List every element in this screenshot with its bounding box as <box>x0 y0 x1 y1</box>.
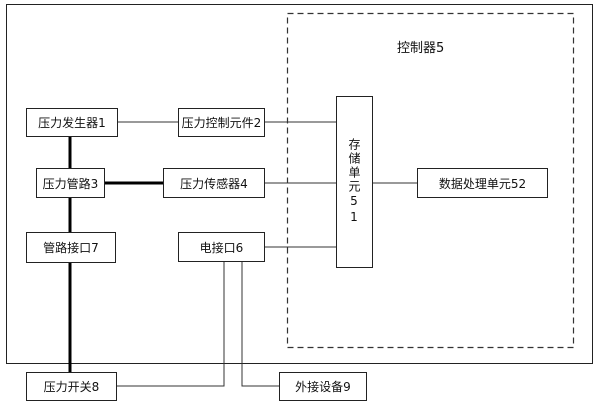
pressure-switch-box: 压力开关8 <box>26 372 117 401</box>
line-interface-to-switch <box>117 262 225 387</box>
pressure-generator-box: 压力发生器1 <box>26 108 118 137</box>
outer-frame <box>6 4 593 364</box>
pressure-sensor-box: 压力传感器4 <box>163 168 265 198</box>
external-device-box: 外接设备9 <box>279 372 367 401</box>
controller-boundary <box>286 12 575 349</box>
pressure-pipeline-box: 压力管路3 <box>36 168 105 198</box>
controller-label: 控制器5 <box>397 41 445 56</box>
line-interface-to-external <box>241 262 279 387</box>
pipeline-interface-box: 管路接口7 <box>26 232 116 263</box>
pressure-control-element-box: 压力控制元件2 <box>178 108 265 137</box>
storage-unit-box: 存储单元51 <box>336 96 373 268</box>
electrical-interface-box: 电接口6 <box>178 232 265 262</box>
data-processing-unit-box: 数据处理单元52 <box>417 168 548 198</box>
